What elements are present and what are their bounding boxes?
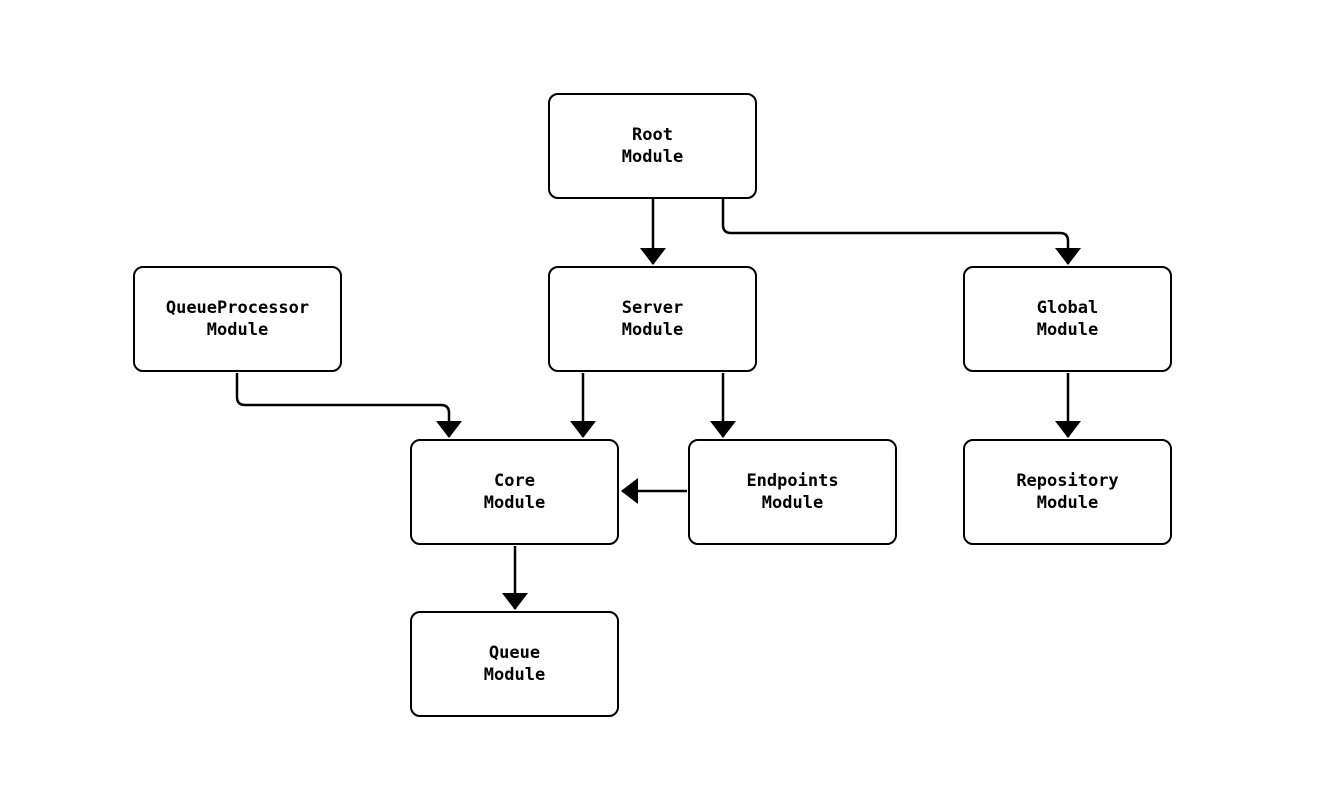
node-global-module: Global Module bbox=[963, 266, 1172, 372]
node-label-line: Module bbox=[621, 320, 684, 340]
node-label-line: Core bbox=[494, 471, 535, 491]
node-server-module: Server Module bbox=[548, 266, 757, 372]
node-endpoints-module: Endpoints Module bbox=[688, 439, 897, 545]
node-root-module: Root Module bbox=[548, 93, 757, 199]
node-label-line: Root bbox=[632, 125, 673, 145]
node-label-line: Queue bbox=[488, 643, 541, 663]
node-label-line: Module bbox=[1036, 320, 1099, 340]
node-label-line: Global bbox=[1036, 298, 1099, 318]
node-queue-module: Queue Module bbox=[410, 611, 619, 717]
node-label-line: Repository bbox=[1016, 471, 1119, 491]
node-label-line: Module bbox=[206, 320, 269, 340]
node-label-line: Module bbox=[483, 665, 546, 685]
node-core-module: Core Module bbox=[410, 439, 619, 545]
node-repository-module: Repository Module bbox=[963, 439, 1172, 545]
edge-queueprocessor-to-core bbox=[235, 373, 462, 438]
node-label-line: Server bbox=[621, 298, 684, 318]
node-label-line: Module bbox=[621, 147, 684, 167]
edge-root-to-global bbox=[721, 199, 1081, 265]
node-label-line: Module bbox=[1036, 493, 1099, 513]
node-label-line: Module bbox=[761, 493, 824, 513]
node-label-line: Endpoints bbox=[746, 471, 839, 491]
node-queueprocessor-module: QueueProcessor Module bbox=[133, 266, 342, 372]
node-label-line: Module bbox=[483, 493, 546, 513]
node-label-line: QueueProcessor bbox=[165, 298, 310, 318]
